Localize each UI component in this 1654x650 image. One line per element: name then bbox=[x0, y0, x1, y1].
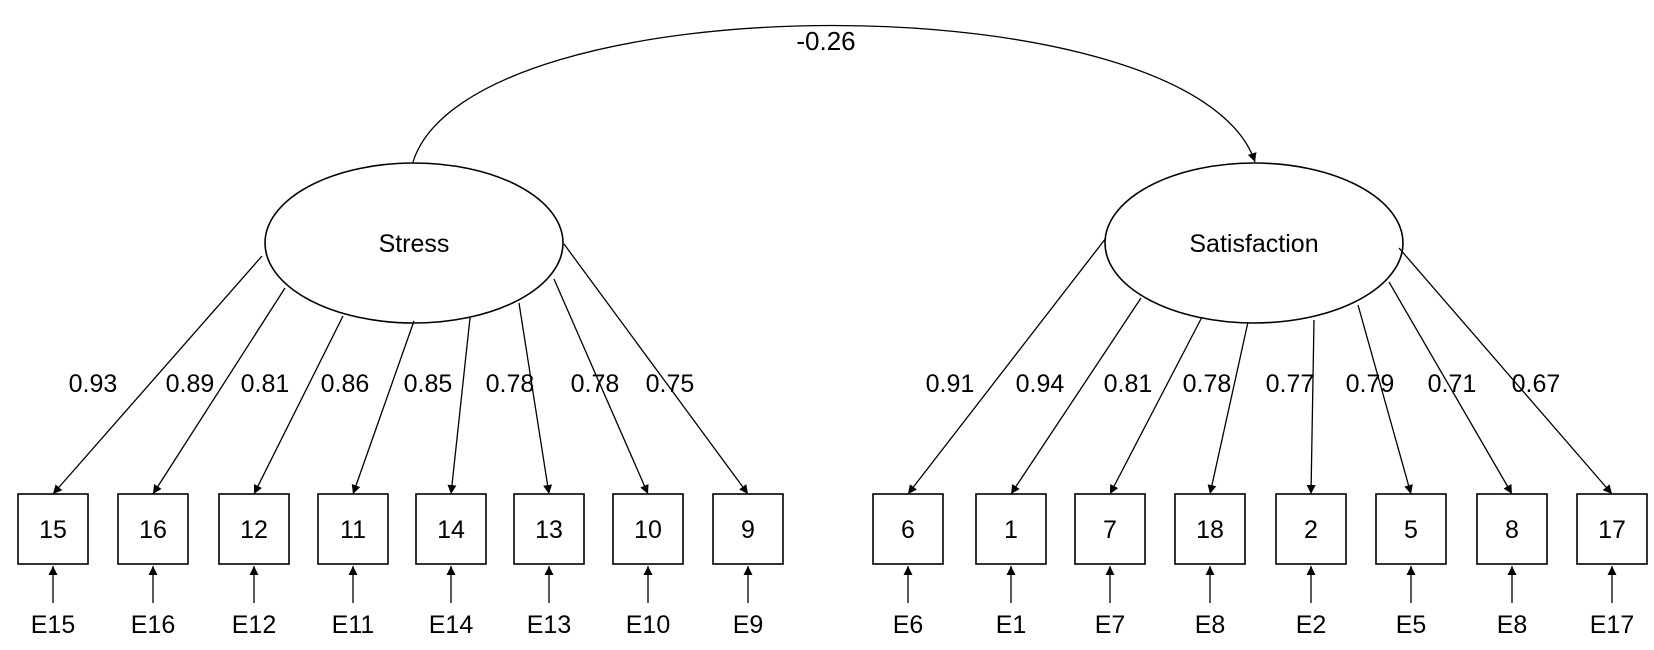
loading-arrow bbox=[52, 255, 263, 495]
loading-arrow bbox=[152, 287, 286, 495]
factor-loading-label: 0.71 bbox=[1428, 370, 1477, 398]
indicator-box bbox=[317, 493, 389, 565]
factor-loading-label: 0.86 bbox=[321, 370, 370, 398]
indicator-box bbox=[872, 493, 944, 565]
loading-arrow bbox=[907, 237, 1107, 495]
error-term-label: E15 bbox=[31, 611, 75, 639]
loading-arrow bbox=[253, 315, 344, 495]
indicator-box bbox=[513, 493, 585, 565]
indicator-label: 9 bbox=[741, 516, 755, 544]
factor-loading-label: 0.81 bbox=[1104, 370, 1153, 398]
loading-arrow bbox=[1388, 281, 1513, 495]
indicator-box bbox=[1375, 493, 1447, 565]
latent-factor-stress bbox=[264, 162, 564, 324]
factor-loading-label: 0.89 bbox=[166, 370, 215, 398]
factor-loading-label: 0.78 bbox=[571, 370, 620, 398]
error-term-label: E16 bbox=[131, 611, 175, 639]
indicator-label: 15 bbox=[39, 516, 67, 544]
factor-correlation-label: -0.26 bbox=[796, 26, 855, 56]
loading-arrow bbox=[1398, 247, 1613, 495]
indicator-label: 11 bbox=[340, 516, 366, 544]
error-term-label: E6 bbox=[893, 611, 924, 639]
factor-loading-label: 0.78 bbox=[1183, 370, 1232, 398]
indicator-box bbox=[1476, 493, 1548, 565]
factor-loading-label: 0.79 bbox=[1346, 370, 1395, 398]
factor-loading-label: 0.75 bbox=[646, 370, 695, 398]
error-term-label: E11 bbox=[332, 611, 375, 639]
error-term-label: E12 bbox=[232, 611, 276, 639]
indicator-box bbox=[1576, 493, 1648, 565]
factor-loading-label: 0.93 bbox=[69, 370, 118, 398]
latent-factor-satisfaction bbox=[1104, 162, 1404, 324]
error-term-label: E8 bbox=[1497, 611, 1528, 639]
indicator-box bbox=[117, 493, 189, 565]
factor-loading-label: 0.81 bbox=[241, 370, 290, 398]
indicator-label: 18 bbox=[1196, 516, 1224, 544]
error-term-label: E17 bbox=[1590, 611, 1634, 639]
indicator-label: 7 bbox=[1103, 516, 1117, 544]
indicator-label: 17 bbox=[1598, 516, 1626, 544]
error-term-label: E2 bbox=[1296, 611, 1327, 639]
indicator-label: 12 bbox=[240, 516, 268, 544]
loading-arrow bbox=[1306, 319, 1316, 495]
loading-arrow bbox=[563, 243, 749, 495]
indicator-box bbox=[975, 493, 1047, 565]
error-term-label: E10 bbox=[626, 611, 670, 639]
error-term-label: E8 bbox=[1195, 611, 1226, 639]
indicator-label: 6 bbox=[901, 516, 915, 544]
indicator-box bbox=[612, 493, 684, 565]
indicator-label: 5 bbox=[1404, 516, 1418, 544]
factor-loading-label: 0.78 bbox=[486, 370, 535, 398]
loading-arrow bbox=[351, 320, 415, 495]
indicator-box bbox=[1174, 493, 1246, 565]
error-term-label: E13 bbox=[527, 611, 571, 639]
factor-loading-label: 0.67 bbox=[1512, 370, 1561, 398]
indicator-label: 8 bbox=[1505, 516, 1519, 544]
indicator-box bbox=[1275, 493, 1347, 565]
latent-factor-stress-label: Stress bbox=[379, 230, 450, 258]
indicator-box bbox=[17, 493, 89, 565]
factor-loading-label: 0.77 bbox=[1266, 370, 1315, 398]
factor-covariance-arc bbox=[405, 24, 1257, 172]
error-term-label: E1 bbox=[996, 611, 1027, 639]
indicator-box bbox=[712, 493, 784, 565]
loading-arrow bbox=[1207, 321, 1249, 495]
loading-arrow bbox=[1357, 304, 1413, 495]
indicator-label: 1 bbox=[1004, 516, 1018, 544]
indicator-box bbox=[218, 493, 290, 565]
indicator-label: 13 bbox=[535, 516, 563, 544]
loading-arrow bbox=[1010, 297, 1142, 495]
indicator-label: 2 bbox=[1304, 516, 1318, 544]
loading-arrow bbox=[518, 302, 553, 495]
error-term-label: E14 bbox=[429, 611, 474, 639]
indicator-label: 16 bbox=[139, 516, 167, 544]
loading-arrow bbox=[553, 278, 649, 495]
indicator-items-layer: 0.9315E150.8916E160.8112E120.8611E110.85… bbox=[17, 237, 1648, 639]
loading-arrow bbox=[447, 317, 471, 495]
error-term-label: E7 bbox=[1095, 611, 1126, 639]
factor-loading-label: 0.94 bbox=[1016, 370, 1065, 398]
latent-factor-satisfaction-label: Satisfaction bbox=[1189, 230, 1318, 258]
indicator-box bbox=[1074, 493, 1146, 565]
indicator-label: 14 bbox=[437, 516, 465, 544]
error-term-label: E9 bbox=[733, 611, 764, 639]
loading-arrow bbox=[1109, 316, 1203, 495]
factor-loading-label: 0.85 bbox=[404, 370, 453, 398]
indicator-label: 10 bbox=[634, 516, 662, 544]
indicator-box bbox=[415, 493, 487, 565]
error-term-label: E5 bbox=[1396, 611, 1427, 639]
factor-loading-label: 0.91 bbox=[926, 370, 975, 398]
